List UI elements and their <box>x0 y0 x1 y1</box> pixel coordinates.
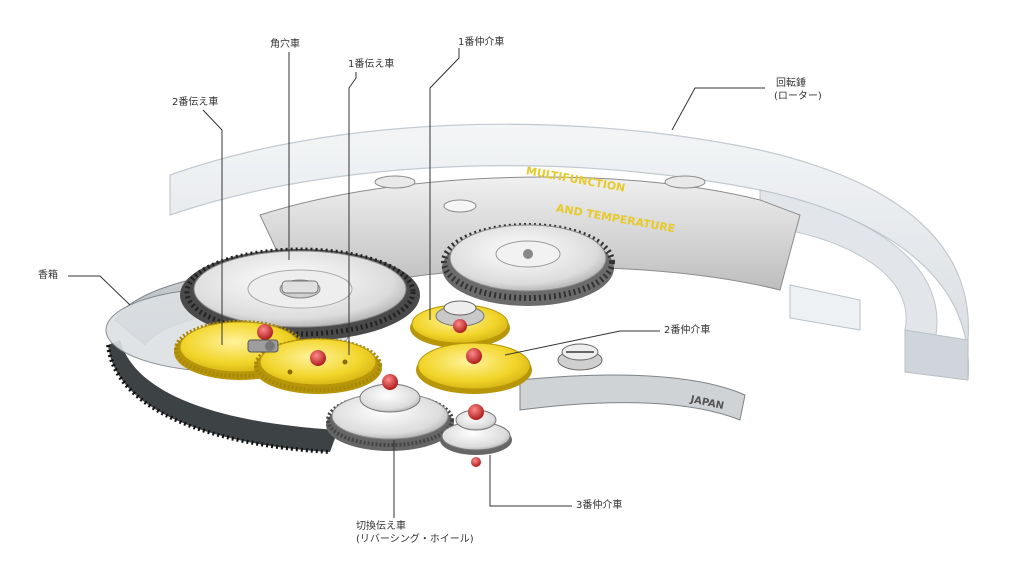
leader-niban-chukai <box>504 330 660 356</box>
label-sanban-chukai: 3番仲介車 <box>576 500 623 511</box>
label-kakuana: 角穴車 <box>270 39 300 50</box>
leader-niban-denshaku <box>202 109 223 345</box>
leader-sanban-chukai <box>489 455 572 507</box>
label-niban-denshaku: 2番伝え車 <box>172 97 219 108</box>
gear-second-intermediate <box>416 342 532 394</box>
label-kohako: 香箱 <box>38 270 58 281</box>
label-kirikae-line2: (リバーシング・ホイール) <box>356 534 474 545</box>
leader-kaitensui <box>671 87 765 131</box>
label-kirikae-line1: 切換伝え車 <box>356 521 406 532</box>
label-kaitensui-line1: 回転錘 <box>776 78 806 89</box>
label-ichiban-denshaku: 1番伝え車 <box>348 59 395 70</box>
screws <box>443 300 603 371</box>
leader-kohako <box>68 275 131 306</box>
center-ratchet <box>441 223 615 306</box>
leader-ichiban-chukai <box>429 48 460 320</box>
leader-lines <box>68 48 765 518</box>
gear-first-transmission <box>254 338 382 394</box>
third-intermediate-wheel <box>440 404 512 467</box>
leader-ichiban-denshaku <box>348 72 357 355</box>
jewels <box>247 324 279 353</box>
rotor <box>169 123 970 381</box>
label-ichiban-chukai: 1番仲介車 <box>458 37 505 48</box>
label-niban-chukai: 2番仲介車 <box>664 325 711 336</box>
label-kaitensui-line2: (ローター) <box>774 91 822 102</box>
ratchet-wheel <box>180 247 420 341</box>
reversing-wheel <box>326 374 454 451</box>
